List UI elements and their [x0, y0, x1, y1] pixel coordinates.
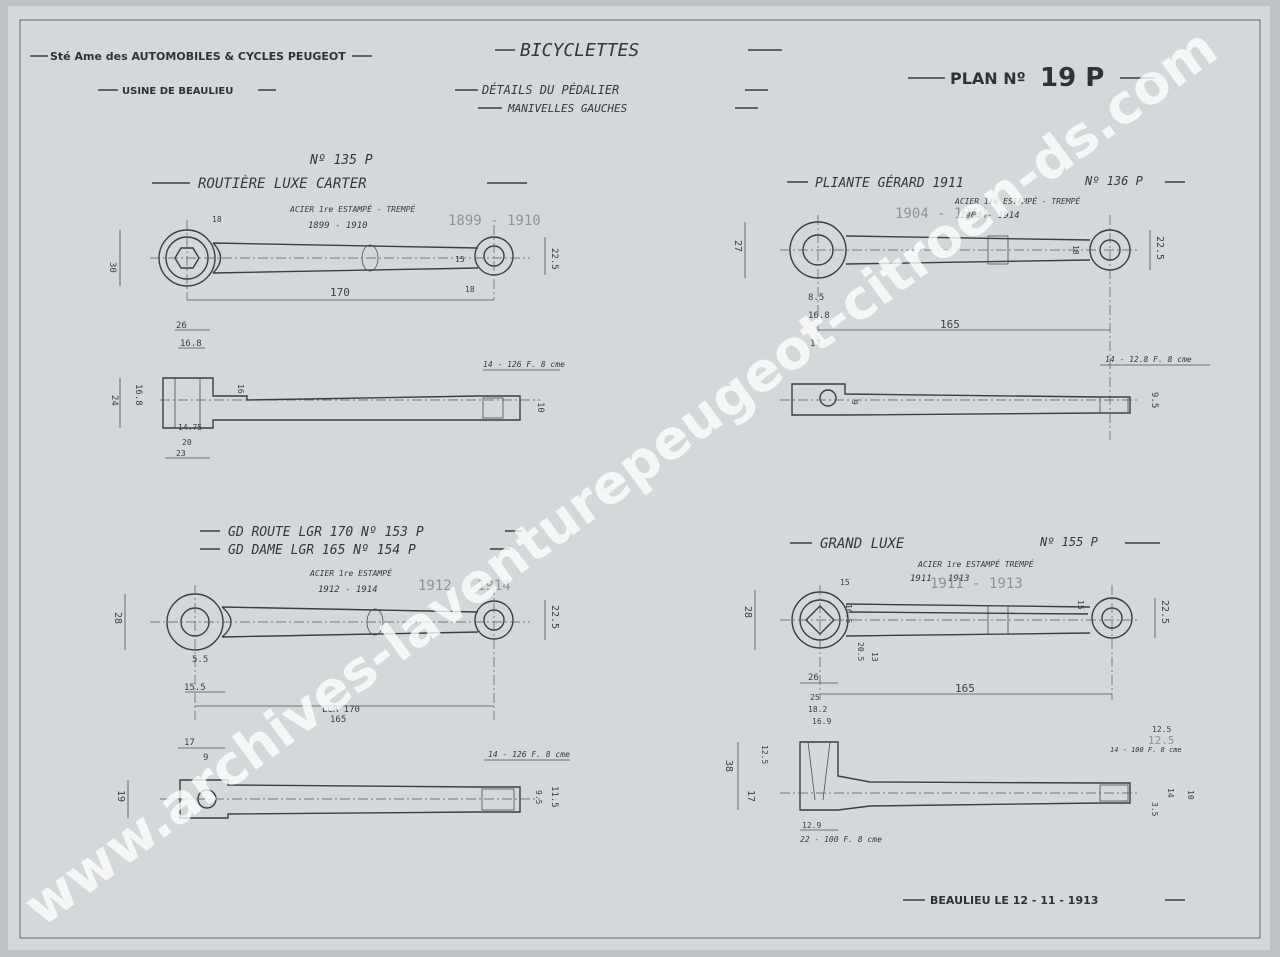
part-title: ROUTIÈRE LUXE CARTER — [198, 175, 367, 192]
svg-text:10: 10 — [1186, 790, 1195, 800]
svg-text:22.5: 22.5 — [1154, 236, 1165, 260]
svg-text:22.5: 22.5 — [549, 605, 560, 629]
svg-text:9.5: 9.5 — [1149, 392, 1159, 408]
svg-text:38: 38 — [723, 760, 734, 772]
plan-label: PLAN Nº — [950, 69, 1026, 88]
part-number: Nº 135 P — [309, 153, 373, 168]
svg-text:20.5: 20.5 — [856, 642, 865, 661]
svg-text:12.5: 12.5 — [1148, 734, 1175, 747]
svg-text:16.8: 16.8 — [133, 384, 143, 406]
years-note: 1912 - 1914 — [318, 585, 378, 595]
watermark: www.archives-laventurepeugeot-citroen-ds… — [12, 16, 1228, 939]
svg-text:22.5: 22.5 — [1159, 600, 1170, 624]
drawing-135p: Nº 135 P ROUTIÈRE LUXE CARTER ACIER 1re … — [107, 153, 565, 459]
svg-text:23: 23 — [176, 449, 186, 458]
material-note: ACIER 1re ESTAMPÉ — [309, 567, 392, 578]
svg-text:15.5: 15.5 — [184, 683, 206, 693]
sheet-subtitle-2: MANIVELLES GAUCHES — [507, 102, 628, 115]
svg-text:11.5: 11.5 — [549, 786, 559, 808]
header: Sté Ame des AUTOMOBILES & CYCLES PEUGEOT… — [30, 40, 1155, 115]
svg-text:9: 9 — [850, 400, 859, 405]
svg-text:LGR 170: LGR 170 — [322, 705, 360, 715]
footer: BEAULIEU LE 12 - 11 - 1913 — [903, 894, 1185, 907]
svg-text:9.5: 9.5 — [534, 790, 543, 805]
drawing-153p-154p: GD ROUTE LGR 170 Nº 153 P GD DAME LGR 16… — [112, 525, 570, 819]
material-note: ACIER 1re ESTAMPÉ TREMPÉ — [917, 558, 1034, 569]
part-title: PLIANTE GÉRARD 1911 — [815, 175, 964, 191]
svg-text:165: 165 — [940, 318, 960, 331]
years-note: 1899 - 1910 — [308, 221, 368, 231]
svg-text:165: 165 — [955, 682, 975, 695]
svg-text:22.5: 22.5 — [549, 248, 559, 270]
svg-text:14.75: 14.75 — [178, 423, 202, 432]
part-title: GRAND LUXE — [820, 536, 905, 552]
svg-text:17: 17 — [745, 790, 756, 802]
svg-text:170: 170 — [330, 286, 350, 299]
material-note: ACIER 1re ESTAMPÉ - TREMPÉ — [289, 203, 415, 214]
part-number: Nº 136 P — [1084, 174, 1144, 188]
svg-text:3.5: 3.5 — [1150, 802, 1159, 817]
svg-text:5.5: 5.5 — [192, 655, 208, 665]
svg-text:10: 10 — [535, 402, 545, 413]
part-title-1: GD ROUTE LGR 170 Nº 153 P — [228, 525, 424, 540]
svg-text:16.9: 16.9 — [812, 717, 831, 726]
svg-text:15: 15 — [455, 255, 465, 264]
svg-text:14: 14 — [1166, 788, 1175, 798]
part-number: Nº 155 P — [1039, 535, 1099, 549]
svg-text:14 - 12.8 F. 8 cme: 14 - 12.8 F. 8 cme — [1105, 355, 1192, 364]
svg-text:15: 15 — [1076, 600, 1085, 610]
svg-text:14 - 126 F. 8 cme: 14 - 126 F. 8 cme — [488, 750, 570, 759]
svg-text:26: 26 — [176, 321, 187, 331]
svg-text:28: 28 — [742, 606, 753, 618]
svg-text:22 - 100 F. 8 cme: 22 - 100 F. 8 cme — [800, 835, 882, 844]
svg-text:28: 28 — [112, 612, 123, 624]
svg-text:19: 19 — [115, 790, 126, 802]
place-date: BEAULIEU LE 12 - 11 - 1913 — [930, 894, 1098, 907]
svg-text:24: 24 — [109, 395, 119, 406]
drawing-136p: PLIANTE GÉRARD 1911 Nº 136 P ACIER 1re E… — [732, 174, 1210, 440]
plan-number: 19 P — [1040, 63, 1104, 93]
drawing-155p: GRAND LUXE Nº 155 P ACIER 1re ESTAMPÉ TR… — [723, 535, 1195, 844]
svg-text:17: 17 — [810, 339, 821, 349]
svg-text:16: 16 — [236, 384, 245, 394]
svg-text:9: 9 — [203, 753, 208, 763]
sheet-title: BICYCLETTES — [520, 40, 639, 61]
svg-text:8.5: 8.5 — [808, 293, 824, 303]
svg-text:12.5: 12.5 — [1152, 725, 1171, 734]
pencil-years: 1904 - 1914 — [895, 206, 988, 222]
svg-text:17: 17 — [184, 738, 195, 748]
svg-text:12.9: 12.9 — [802, 821, 821, 830]
svg-text:26: 26 — [808, 673, 819, 683]
years-note: 1911 - 1913 — [910, 574, 970, 584]
svg-text:30: 30 — [107, 262, 117, 273]
svg-text:18: 18 — [465, 285, 475, 294]
svg-text:18: 18 — [1071, 245, 1080, 255]
svg-text:20: 20 — [182, 438, 192, 447]
factory-name: USINE DE BEAULIEU — [122, 86, 233, 97]
svg-text:14 - 100 F. 8 cme: 14 - 100 F. 8 cme — [1110, 746, 1182, 754]
svg-text:18.2: 18.2 — [808, 705, 827, 714]
sheet-subtitle-1: DÉTAILS DU PÉDALIER — [481, 82, 619, 97]
svg-text:15: 15 — [840, 578, 850, 587]
svg-text:165: 165 — [330, 715, 346, 725]
company-name: Sté Ame des AUTOMOBILES & CYCLES PEUGEOT — [50, 50, 346, 63]
part-title-2: GD DAME LGR 165 Nº 154 P — [228, 543, 416, 558]
svg-text:16.8: 16.8 — [180, 339, 202, 349]
svg-text:13: 13 — [870, 652, 879, 662]
svg-text:12.5: 12.5 — [760, 745, 769, 764]
svg-text:16.8: 16.8 — [808, 311, 830, 321]
pencil-years: 1911 - 1913 — [930, 576, 1023, 592]
years-note: 1904 - 1914 — [960, 211, 1020, 221]
pencil-years: 1912 - 1914 — [418, 578, 511, 594]
svg-text:14 - 126 F. 8 cme: 14 - 126 F. 8 cme — [483, 360, 565, 369]
material-note: ACIER 1re ESTAMPÉ - TREMPÉ — [954, 195, 1080, 206]
svg-text:25: 25 — [810, 693, 820, 702]
pencil-years: 1899 - 1910 — [448, 213, 541, 229]
svg-text:18: 18 — [212, 215, 222, 224]
svg-text:16.5: 16.5 — [844, 604, 853, 623]
drawing-border — [19, 19, 1261, 939]
svg-text:27: 27 — [732, 240, 743, 252]
